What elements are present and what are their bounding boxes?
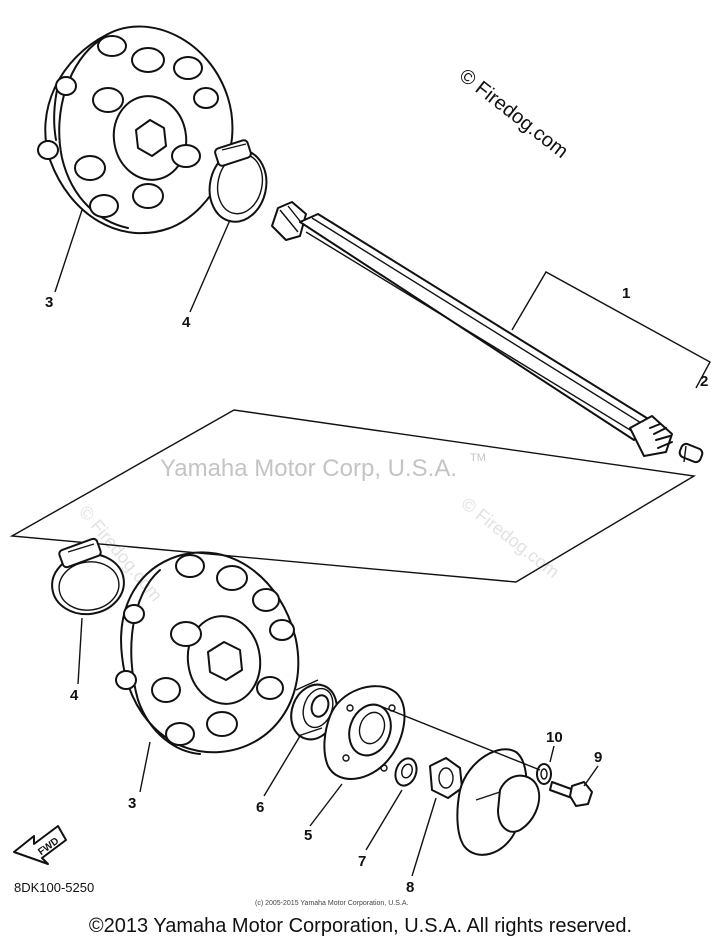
sprocket-top xyxy=(37,25,234,235)
callout-8: 8 xyxy=(406,879,414,896)
callout-1: 1 xyxy=(622,285,630,302)
callout-3-bottom: 3 xyxy=(128,795,136,812)
sprocket-bottom xyxy=(115,551,300,755)
lock-washer xyxy=(536,763,552,785)
hose-clamp-top xyxy=(208,139,268,223)
callout-2: 2 xyxy=(700,373,708,390)
hose-clamp-bottom xyxy=(51,537,125,616)
bearing-cap xyxy=(456,748,541,856)
leader-lines xyxy=(54,209,599,877)
washer xyxy=(394,757,418,787)
copyright-footer: ©2013 Yamaha Motor Corporation, U.S.A. A… xyxy=(88,915,633,937)
callout-3-top: 3 xyxy=(45,294,53,311)
watermark-firedog-right: © Firedog.com xyxy=(458,493,564,582)
watermark-firedog-top: © Firedog.com xyxy=(455,65,572,163)
callout-10: 10 xyxy=(546,729,563,746)
watermark-tm: TM xyxy=(470,452,486,464)
callout-6: 6 xyxy=(256,799,264,816)
callout-4-bottom: 4 xyxy=(70,687,79,704)
watermark-yamaha: Yamaha Motor Corp, U.S.A. xyxy=(160,455,457,482)
nut xyxy=(429,757,463,799)
pin xyxy=(678,442,704,464)
part-code: 8DK100-5250 xyxy=(14,880,94,895)
drive-shaft xyxy=(271,201,673,457)
callout-7: 7 xyxy=(358,853,366,870)
callout-4-top: 4 xyxy=(182,314,191,331)
fwd-arrow-icon: FWD xyxy=(13,825,67,865)
callout-bracket-1 xyxy=(511,271,711,389)
small-copyright: (c) 2005-2015 Yamaha Motor Corporation, … xyxy=(255,900,408,907)
alignment-line xyxy=(379,705,541,771)
assembly-outline xyxy=(9,409,697,583)
bearing-housing-plate xyxy=(323,685,406,780)
callout-5: 5 xyxy=(304,827,312,844)
callout-9: 9 xyxy=(594,749,602,766)
bolt xyxy=(549,781,593,807)
